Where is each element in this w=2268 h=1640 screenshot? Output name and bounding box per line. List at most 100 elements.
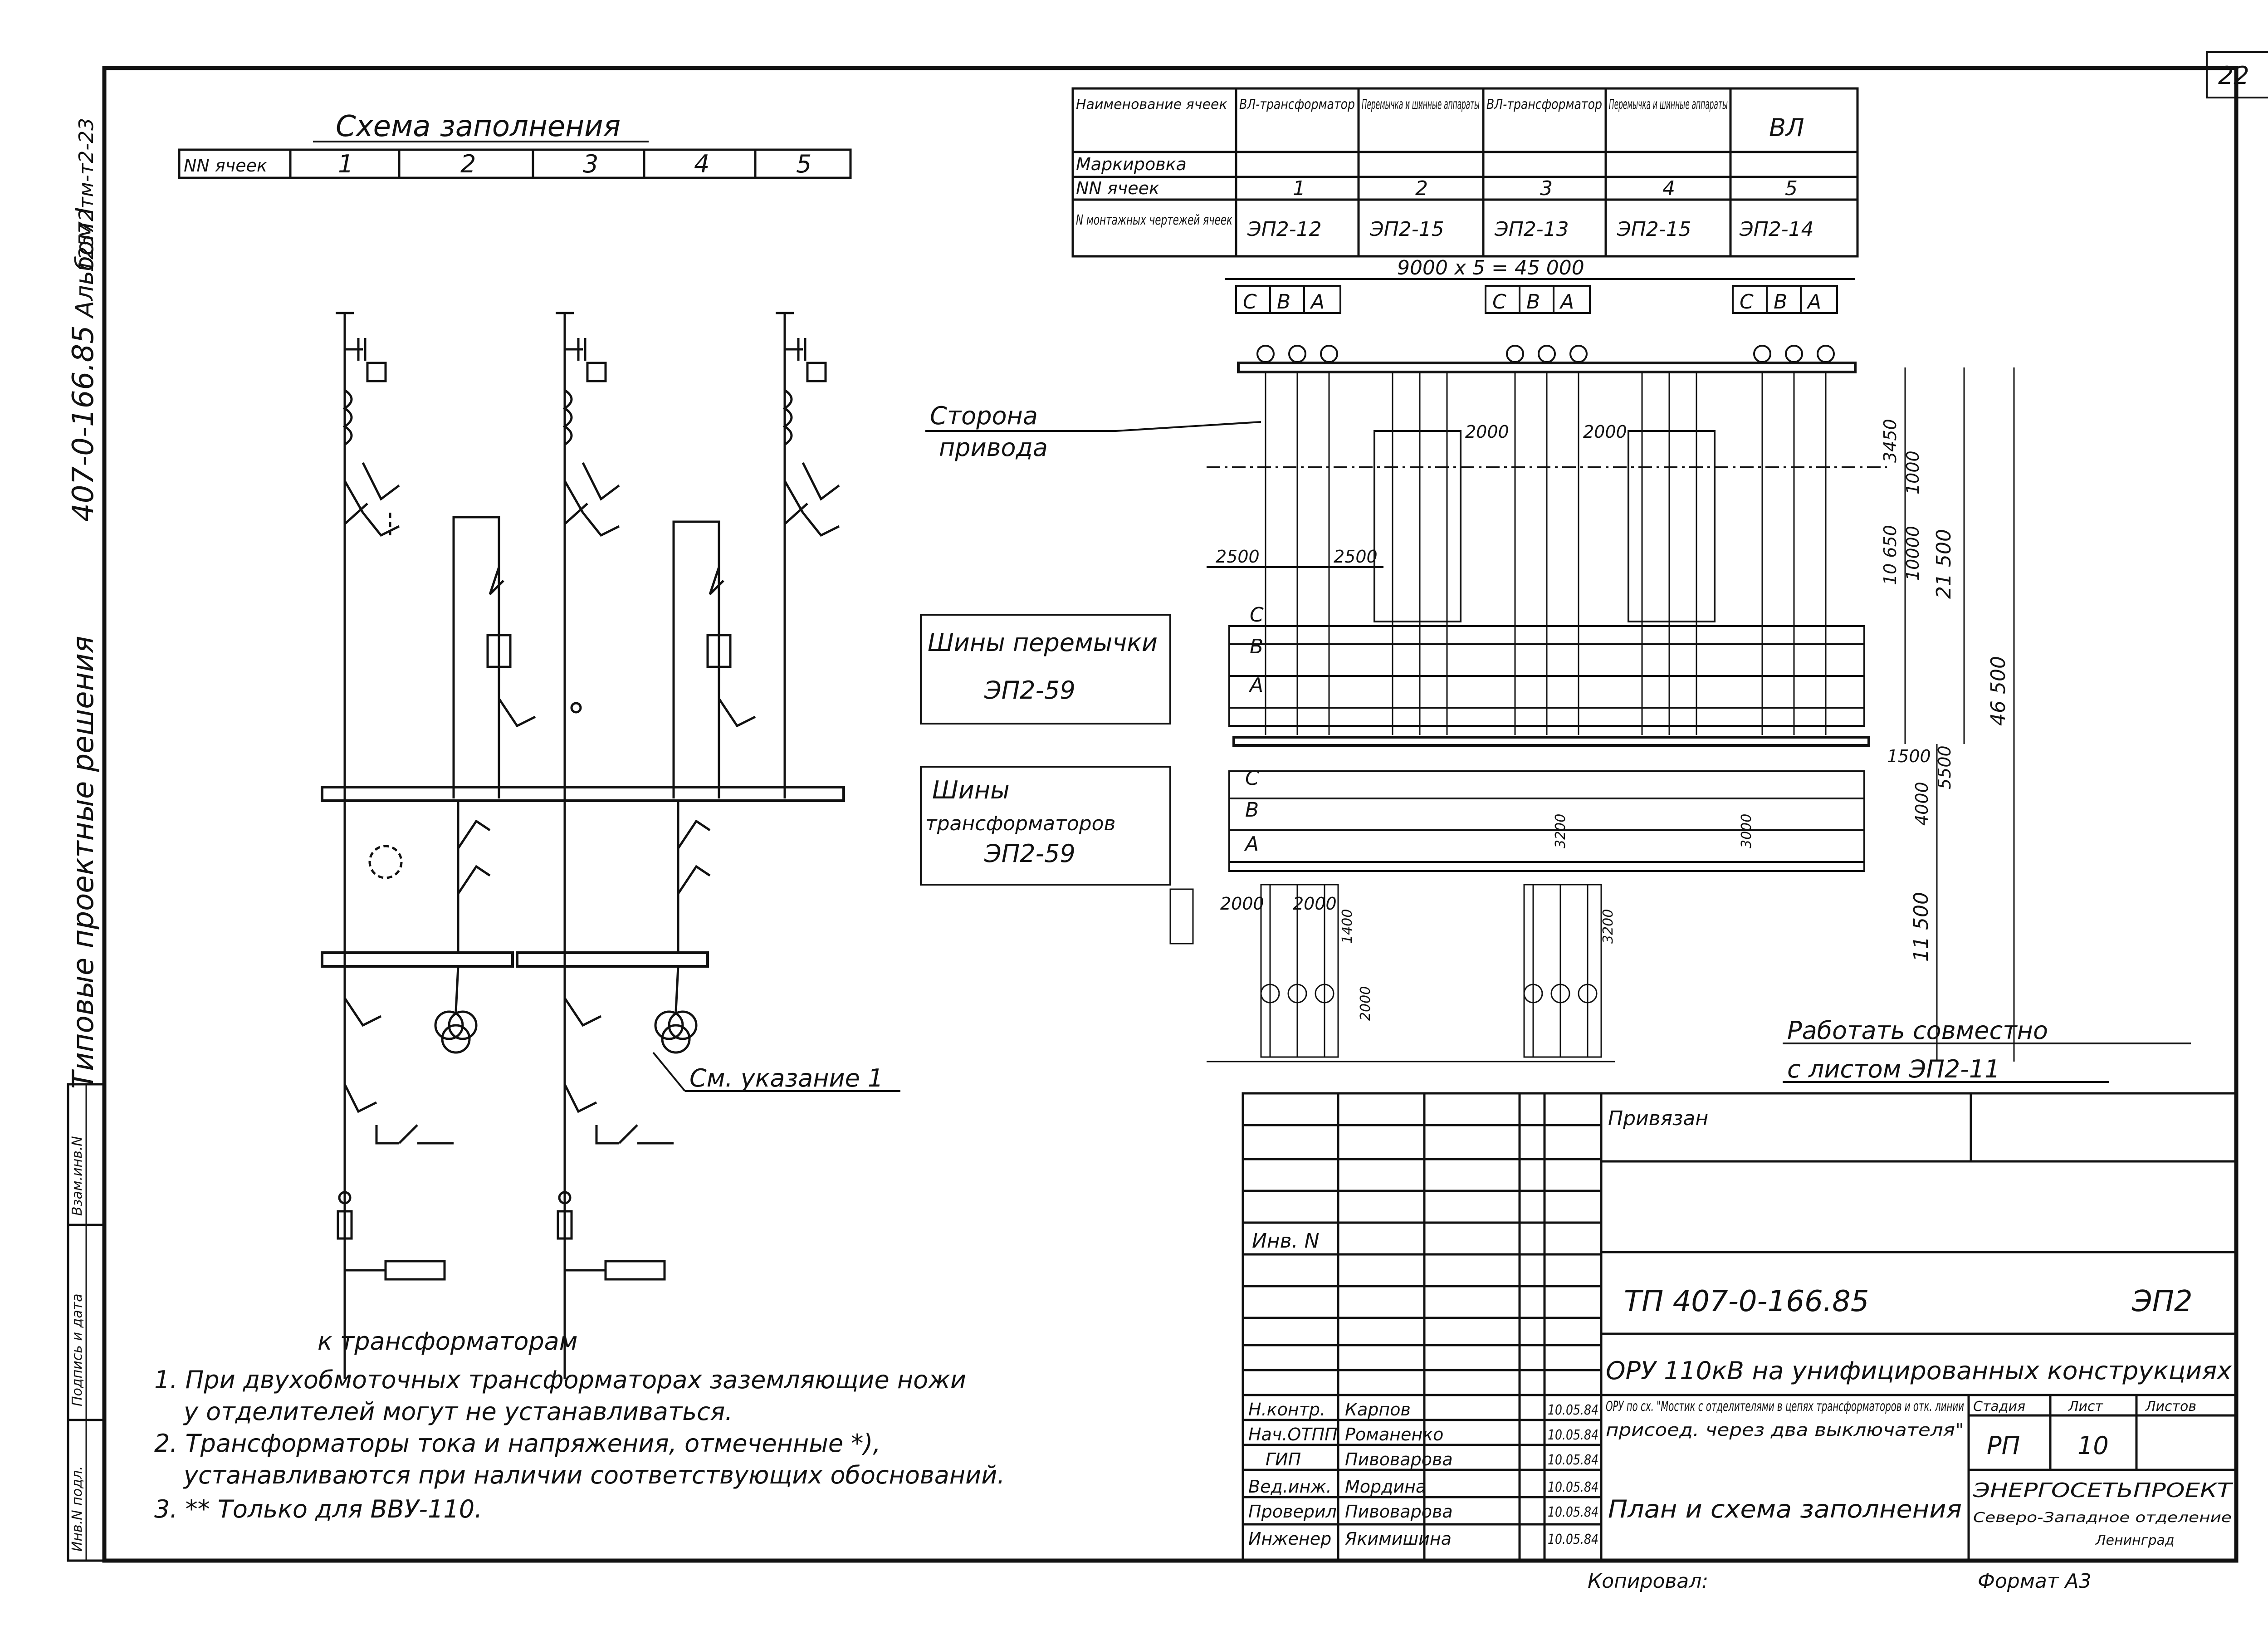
cell-drawing-2: ЭП2-15: [1369, 218, 1444, 241]
dim-1000: 1000: [1903, 450, 1923, 494]
bridge-phase-a: A: [1248, 674, 1263, 697]
plan-dims-right: 10 650 3450 1000 10000 21 500 46 500 150…: [1220, 419, 2010, 1021]
side-stub: Инв.N подл. Подпись и дата Взам.инв.N: [67, 1083, 106, 1562]
sheet-corner-box: [2206, 51, 2268, 98]
sheet-value: 10: [2077, 1431, 2109, 1460]
drive-label-1: Сторона: [930, 401, 1038, 430]
fill-scheme-header: NN ячеек: [184, 156, 267, 176]
copied-label: Копировал:: [1588, 1570, 1708, 1593]
signer-date-2: 10.05.84: [1548, 1427, 1598, 1443]
signer-role-4: Вед.инж.: [1248, 1477, 1332, 1497]
dim-2000-a: 2000: [1465, 422, 1509, 442]
signer-role-3: ГИП: [1266, 1449, 1301, 1469]
sheets-header: Листов: [2145, 1399, 2196, 1415]
sheet-code: ЭП2: [2131, 1285, 2193, 1318]
note-2a: 2. Трансформаторы тока и напряжения, отм…: [154, 1429, 881, 1458]
stub-label-sign: Подпись и дата: [69, 1294, 85, 1407]
feeder-4: [672, 520, 756, 798]
dim-10000: 10000: [1903, 526, 1923, 581]
dim-2000-e: 2000: [1358, 986, 1374, 1021]
see-note-callout: См. указание 1: [652, 1052, 900, 1092]
footer: Копировал: Формат А3: [1588, 1570, 2092, 1593]
cell-name-5: ВЛ: [1769, 113, 1804, 142]
feeder-3: [556, 312, 620, 1379]
signer-date-3: 10.05.84: [1548, 1452, 1598, 1468]
to-transformers-label: к трансформаторам: [318, 1327, 578, 1356]
signer-date-6: 10.05.84: [1548, 1532, 1598, 1547]
dim-5500: 5500: [1935, 745, 1955, 789]
format-label: Формат А3: [1978, 1570, 2092, 1593]
work-with-callout: Работать совместно с листом ЭП2-11: [1787, 1016, 2048, 1083]
title-line-3: присоед. через два выключателя": [1606, 1420, 1964, 1440]
stage-value: РП: [1987, 1431, 2020, 1460]
cell-number-3: 3: [1540, 177, 1553, 200]
bay-box-2: [1628, 430, 1716, 622]
feeder-1: [336, 312, 400, 1379]
tr-phase-a: A: [1244, 832, 1259, 856]
signer-date-1: 10.05.84: [1548, 1402, 1598, 1418]
bay-box-1: [1374, 430, 1461, 622]
dim-11500: 11 500: [1910, 892, 1933, 962]
feeder-5: [776, 312, 840, 798]
phase-box-1: C B A: [1235, 285, 1341, 314]
org-branch: Северо-Западное отделение: [1973, 1510, 2232, 1526]
dim-3000: 3000: [1739, 814, 1755, 848]
bridge-bus: C B A: [1228, 603, 1865, 727]
phase-b-3: B: [1774, 290, 1787, 313]
signer-name-3: Пивоварова: [1345, 1449, 1453, 1469]
note-2b: устанавливаются при наличии соответствую…: [183, 1461, 1005, 1489]
fill-cell-4: 4: [694, 150, 709, 178]
dim-1500: 1500: [1887, 746, 1931, 766]
upper-busbar: [321, 786, 845, 802]
feeder-2: [452, 516, 582, 798]
transformer-bus-callout: Шины трансформаторов ЭП2-59: [920, 766, 1171, 886]
cell-number-2: 2: [1415, 177, 1428, 200]
fill-cell-3: 3: [583, 150, 598, 178]
signer-date-4: 10.05.84: [1548, 1479, 1598, 1495]
org-city: Ленинград: [2095, 1532, 2175, 1548]
cell-drawing-3: ЭП2-13: [1494, 218, 1569, 241]
bound-label: Привязан: [1608, 1107, 1708, 1130]
signer-name-4: Мордина: [1345, 1477, 1426, 1497]
signer-role-6: Инженер: [1248, 1529, 1331, 1549]
entry-insulators: [1256, 345, 1835, 363]
tr-phase-c: C: [1245, 767, 1259, 790]
plan-view: 9000 x 5 = 45 000 C B A C B A C B A: [652, 256, 2191, 1092]
phase-b-2: B: [1526, 290, 1540, 313]
signer-role-1: Н.контр.: [1248, 1400, 1325, 1420]
fill-scheme-title: Схема заполнения: [336, 110, 621, 143]
drawing-code: ТП 407-0-166.85: [1624, 1285, 1869, 1318]
trans-label-1: Шины: [932, 776, 1010, 804]
transformer-tap-1: [368, 801, 491, 1054]
signer-name-6: Якимишина: [1344, 1529, 1452, 1549]
dim-2500-b: 2500: [1334, 547, 1378, 567]
middle-gantry: [1232, 736, 1870, 747]
bridge-label-2: ЭП2-59: [984, 676, 1075, 705]
note-3: 3. ** Только для ВВУ-110.: [154, 1495, 482, 1523]
cell-table: Наименование ячеек Маркировка NN ячеек N…: [1071, 87, 1859, 258]
stage-header: Стадия: [1973, 1399, 2025, 1415]
fill-cell-5: 5: [796, 150, 811, 178]
outer-frame: [102, 66, 2239, 1563]
cell-number-1: 1: [1293, 177, 1305, 200]
side-code: 407-0-166.85: [67, 325, 100, 522]
phase-box-3: C B A: [1732, 285, 1838, 314]
sheet-corner-number: 22: [2218, 61, 2249, 90]
side-margin: Типовые проектные решения 407-0-166.85 А…: [67, 118, 100, 1089]
fill-cell-1: 1: [338, 150, 353, 178]
title-line-2: ОРУ по сх. "Мостик с отделителями в цепя…: [1606, 1399, 1964, 1415]
lower-bays: [1169, 884, 1615, 1062]
signer-name-2: Романенко: [1345, 1425, 1443, 1444]
bridge-bus-callout: Шины перемычки ЭП2-59: [920, 614, 1171, 725]
see-note-text: См. указание 1: [689, 1064, 883, 1092]
lower-busbar-right: [516, 951, 709, 968]
dim-21500: 21 500: [1932, 529, 1955, 599]
signer-name-1: Карпов: [1345, 1400, 1411, 1420]
phase-c-3: C: [1740, 290, 1754, 313]
plan-dim-top: 9000 x 5 = 45 000: [1397, 256, 1584, 279]
stub-label-inv-change: Взам.инв.N: [69, 1136, 85, 1216]
series-title: Типовые проектные решения: [67, 636, 100, 1089]
note-1b: у отделителей могут не устанавливаться.: [183, 1397, 733, 1426]
trans-label-3: ЭП2-59: [984, 839, 1075, 868]
work-with-1: Работать совместно: [1787, 1016, 2048, 1045]
